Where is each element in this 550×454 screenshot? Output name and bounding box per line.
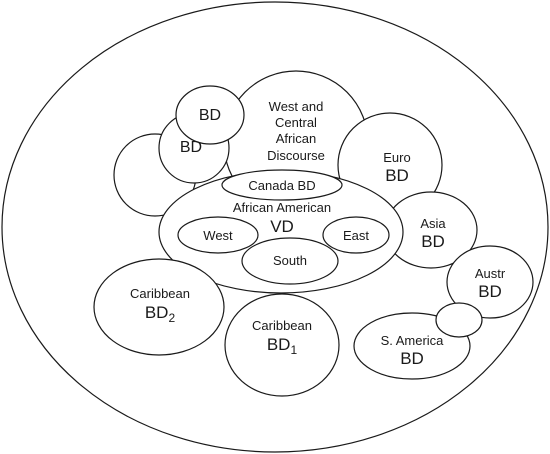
- west-central-line-2: Central: [275, 115, 317, 130]
- east-ellipse: [322, 216, 390, 254]
- bd-mid-label: BD: [180, 139, 202, 156]
- south-ellipse: [241, 237, 339, 285]
- samerica-label: S. America: [381, 333, 445, 348]
- caribbean2-circle: [93, 258, 225, 356]
- austr-label: Austr: [475, 266, 506, 281]
- samerica-code: BD: [400, 349, 424, 368]
- euro-label: Euro: [383, 150, 410, 165]
- african-american-label: African American: [233, 200, 331, 215]
- bd-top-label: BD: [199, 107, 221, 124]
- canada-bd-ellipse: [221, 169, 343, 201]
- caribbean2-code: BD2: [145, 303, 176, 325]
- small-circle-connector: [435, 302, 483, 338]
- euro-code: BD: [385, 166, 409, 185]
- vd-label: VD: [270, 217, 294, 236]
- west-label: West: [203, 228, 233, 243]
- caribbean1-code-main: BD: [267, 335, 291, 354]
- caribbean2-code-main: BD: [145, 303, 169, 322]
- caribbean1-code: BD1: [267, 335, 298, 357]
- caribbean1-circle: [224, 293, 340, 397]
- east-label: East: [343, 228, 369, 243]
- caribbean2-label: Caribbean: [130, 286, 190, 301]
- austr-code: BD: [478, 282, 502, 301]
- asia-label: Asia: [420, 216, 446, 231]
- south-label: South: [273, 253, 307, 268]
- west-ellipse: [177, 216, 259, 254]
- caribbean1-subscript: 1: [290, 343, 297, 357]
- asia-code: BD: [421, 232, 445, 251]
- west-central-line-4: Discourse: [267, 148, 325, 163]
- caribbean1-label: Caribbean: [252, 318, 312, 333]
- west-central-line-3: African: [276, 131, 316, 146]
- canada-label: Canada BD: [248, 178, 315, 193]
- austr-circle: [446, 245, 534, 319]
- west-central-line-1: West and: [269, 99, 324, 114]
- caribbean2-subscript: 2: [168, 311, 175, 325]
- bd-top-circle: [175, 85, 245, 145]
